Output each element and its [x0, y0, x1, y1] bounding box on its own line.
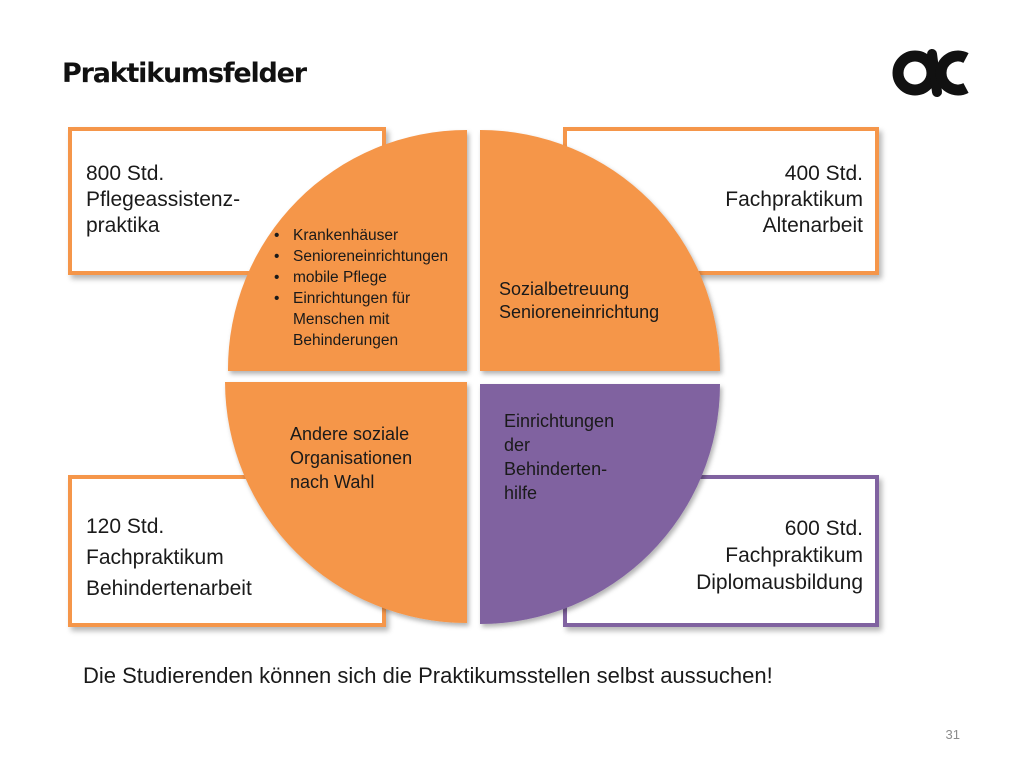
quadrant-bottom-right-label: Einrichtungen der Behinderten- hilfe [504, 411, 615, 503]
box-pflegeassistenz-text: 800 Std. Pflegeassistenz- praktika [86, 162, 241, 237]
box-behindertenarbeit-text: 120 Std. Fachpraktikum Behindertenarbeit [86, 515, 252, 600]
box-altenarbeit-text: 400 Std. Fachpraktikum Altenarbeit [725, 162, 863, 237]
page-number: 31 [945, 727, 960, 742]
list-item: Einrichtungen für Menschen mit Behinderu… [273, 288, 448, 351]
quadrant-top-left-list: Krankenhäuser Senioreneinrichtungen mobi… [273, 225, 448, 351]
slide-title: Praktikumsfelder [62, 58, 307, 89]
quadrant-bottom-right [480, 384, 720, 624]
list-item: Krankenhäuser [273, 225, 448, 246]
quadrant-top-right-label: Sozialbetreuung Senioreneinrichtung [499, 279, 660, 322]
quadrant-bottom-left-label: Andere soziale Organisationen nach Wahl [290, 424, 413, 492]
ac-logo-icon [892, 49, 969, 97]
quadrant-top-right [480, 130, 721, 371]
footnote: Die Studierenden können sich die Praktik… [83, 663, 773, 688]
list-item: Senioreneinrichtungen [273, 246, 448, 267]
list-item: mobile Pflege [273, 267, 448, 288]
quadrant-bottom-left [225, 382, 467, 624]
box-diplomausbildung-text: 600 Std. Fachpraktikum Diplomausbildung [696, 517, 863, 594]
